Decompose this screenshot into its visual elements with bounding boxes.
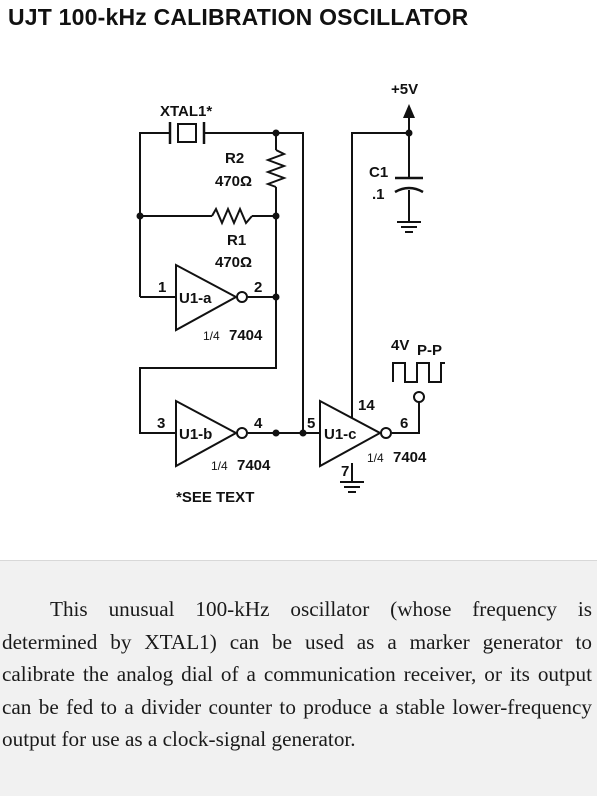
- xtal-label: XTAL1*: [160, 103, 212, 120]
- gate-c-pin-vcc: 14: [358, 397, 375, 414]
- inverter-u1c: [319, 399, 392, 468]
- wire-feedback: [276, 132, 304, 433]
- gate-c-part: 1/4: [367, 451, 384, 465]
- caption-text: This unusual 100-kHz oscillator (whose f…: [2, 597, 592, 751]
- gate-a-pin-out: 2: [254, 279, 262, 296]
- wire-output: [392, 402, 420, 434]
- junction-dot: [405, 129, 413, 137]
- supply-label: +5V: [391, 81, 418, 98]
- gate-b-name: U1-b: [179, 426, 212, 443]
- caption-panel: This unusual 100-kHz oscillator (whose f…: [0, 560, 597, 796]
- inverter-triangle-icon: [175, 399, 239, 468]
- gate-a-ic: 7404: [229, 327, 263, 344]
- junction-dot: [136, 212, 144, 220]
- gate-b-ic: 7404: [237, 457, 271, 474]
- gate-a-pin-in: 1: [158, 279, 166, 296]
- gate-a-name: U1-a: [179, 290, 212, 307]
- inverter-u1a: [175, 263, 248, 332]
- inverter-triangle-icon: [319, 399, 383, 468]
- supply-arrow-icon: [403, 104, 415, 118]
- inverter-bubble-icon: [236, 427, 248, 439]
- junction-dot: [272, 429, 280, 437]
- gate-c-ic: 7404: [393, 449, 427, 466]
- output-level: 4V: [391, 337, 409, 354]
- output-terminal-icon: [413, 391, 425, 403]
- resistor-r2-icon: [265, 149, 287, 188]
- c1-value: .1: [372, 186, 385, 203]
- ground-icon: [397, 221, 421, 233]
- page-title: UJT 100-kHz CALIBRATION OSCILLATOR: [8, 4, 469, 30]
- capacitor-c1-icon: [394, 176, 424, 194]
- gate-c-name: U1-c: [324, 426, 357, 443]
- output-level-sub: P-P: [417, 342, 442, 359]
- junction-dot: [272, 129, 280, 137]
- junction-dot: [272, 212, 280, 220]
- ground-icon: [340, 481, 364, 493]
- footnote: *SEE TEXT: [176, 489, 254, 506]
- wire-vcc-rail: [351, 132, 409, 433]
- gate-a-part: 1/4: [203, 329, 220, 343]
- crystal-icon: [168, 122, 206, 144]
- gate-b-part: 1/4: [211, 459, 228, 473]
- wire-left-rail: [139, 132, 170, 297]
- r1-ref: R1: [227, 232, 246, 249]
- r2-value: 470Ω: [215, 173, 252, 190]
- junction-dot: [299, 429, 307, 437]
- junctions: [136, 129, 413, 437]
- inverter-u1b: [175, 399, 248, 468]
- schematic-diagram: +5V XTAL1* R2 470Ω R1 470Ω C1 .1 U1-a 1 …: [136, 81, 445, 506]
- square-wave-icon: [392, 362, 445, 383]
- c1-ref: C1: [369, 164, 388, 181]
- gate-c-pin-out: 6: [400, 415, 408, 432]
- gate-c-pin-gnd: 7: [341, 463, 349, 480]
- junction-dot: [272, 293, 280, 301]
- r2-ref: R2: [225, 150, 244, 167]
- r1-value: 470Ω: [215, 254, 252, 271]
- resistor-r1-icon: [211, 206, 253, 226]
- wire-a-to-b: [139, 297, 277, 434]
- inverter-bubble-icon: [380, 427, 392, 439]
- gate-b-pin-out: 4: [254, 415, 263, 432]
- gate-b-pin-in: 3: [157, 415, 165, 432]
- inverter-bubble-icon: [236, 291, 248, 303]
- gate-c-pin-in: 5: [307, 415, 315, 432]
- inverter-triangle-icon: [175, 263, 239, 332]
